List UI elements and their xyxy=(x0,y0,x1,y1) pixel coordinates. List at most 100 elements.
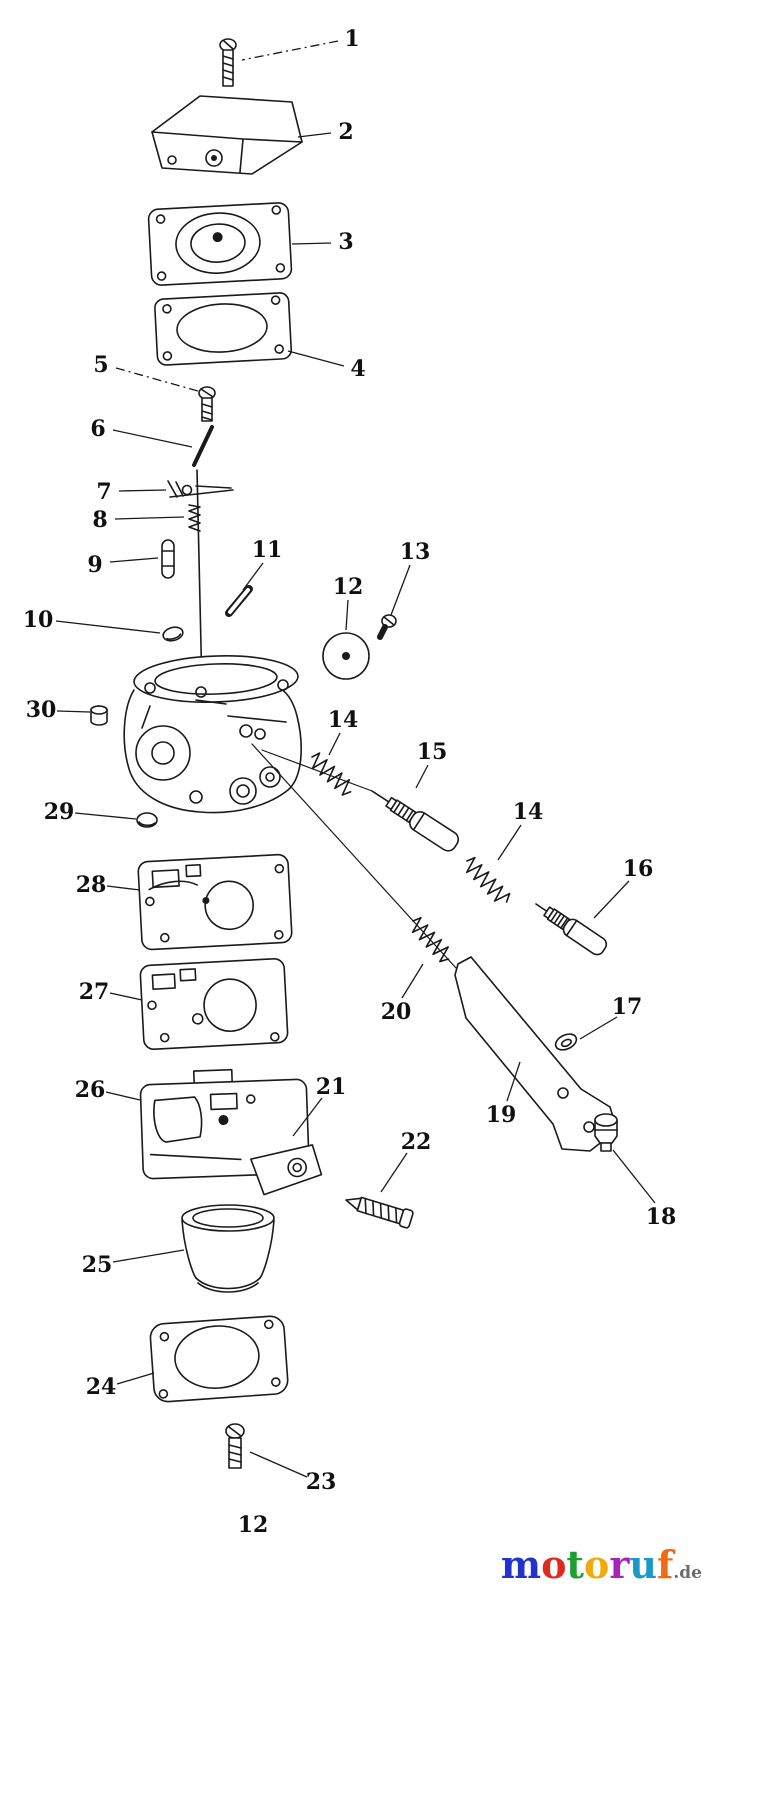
callout-number: 22 xyxy=(401,1129,432,1155)
callout-leader-line xyxy=(390,564,411,616)
part-29-plug-shape xyxy=(136,812,158,828)
callout-leader-line xyxy=(109,992,143,1001)
callout-16: 16 xyxy=(593,856,653,919)
part-3-pump-diaphragm-shape xyxy=(147,202,293,286)
callout-leader-line xyxy=(297,132,332,138)
callout-12: 12 xyxy=(333,574,363,631)
callout-15: 15 xyxy=(415,739,448,789)
part-17-clip-shape xyxy=(554,1033,578,1051)
callout-number: 29 xyxy=(44,799,75,825)
callout-24: 24 xyxy=(86,1372,155,1400)
part-19-lever-shape xyxy=(454,956,618,1152)
callout-leader-line xyxy=(105,1091,141,1101)
connector-rods-shape xyxy=(251,743,457,969)
part-28-diaphragm-shape xyxy=(137,853,293,951)
callout-number: 15 xyxy=(417,739,448,765)
callout-leader-line xyxy=(114,516,185,520)
callout-leader-line xyxy=(112,429,193,448)
callout-leader-line xyxy=(287,350,345,367)
part-12-disc-shape xyxy=(322,632,370,680)
part-22-screw-shape xyxy=(345,1196,414,1229)
callout-11: 11 xyxy=(242,537,283,591)
part-1-cover-screw-shape xyxy=(219,38,237,87)
logo-letter: u xyxy=(629,1542,658,1587)
callout-leader-line xyxy=(115,367,199,392)
logo-letter: o xyxy=(583,1542,610,1587)
callout-number: 14 xyxy=(513,799,544,825)
callout-leader-line xyxy=(242,562,264,591)
callout-14a: 14 xyxy=(328,707,358,756)
part-24-gasket-shape xyxy=(149,1315,289,1403)
callout-13: 13 xyxy=(390,539,430,616)
callout-number: 28 xyxy=(76,872,107,898)
callout-leader-line xyxy=(241,40,339,61)
callout-number: 19 xyxy=(486,1102,517,1128)
part-8-spring-needle-shape xyxy=(188,469,203,691)
callout-number: 23 xyxy=(306,1469,337,1495)
callout-leader-line xyxy=(118,489,167,492)
callout-number: 21 xyxy=(316,1074,347,1100)
callout-number: 7 xyxy=(96,479,111,505)
carburetor-body-shape xyxy=(123,655,302,814)
logo-suffix: .de xyxy=(673,1563,702,1583)
callout-leader-line xyxy=(55,620,161,634)
callout-leader-line xyxy=(291,242,332,245)
callout-leader-line xyxy=(593,880,630,919)
part-14-spring-a-shape xyxy=(311,752,352,796)
callout-14b: 14 xyxy=(497,799,544,861)
callout-number: 8 xyxy=(92,507,107,533)
callout-number: 20 xyxy=(381,999,412,1025)
callout-leader-line xyxy=(612,1149,656,1204)
callout-17: 17 xyxy=(579,994,643,1040)
logo-letters: motoruf xyxy=(501,1542,674,1587)
part-9-screen-shape xyxy=(161,539,175,579)
callout-leader-line xyxy=(497,824,522,861)
callout-number: 10 xyxy=(23,607,54,633)
callout-leader-line xyxy=(249,1451,308,1478)
callout-number: 27 xyxy=(79,979,110,1005)
callout-19: 19 xyxy=(486,1061,521,1128)
callout-4: 4 xyxy=(287,350,366,382)
callout-6: 6 xyxy=(90,416,193,448)
callout-30: 30 xyxy=(26,697,91,723)
callout-leader-line xyxy=(292,1097,323,1137)
part-23-screw-shape xyxy=(225,1423,245,1469)
callout-leader-line xyxy=(328,732,341,756)
callout-leader-line xyxy=(109,557,159,563)
callout-21: 21 xyxy=(292,1074,347,1137)
callout-number: 18 xyxy=(646,1204,677,1230)
part-6-pin-shape xyxy=(192,425,214,467)
callout-number: 17 xyxy=(612,994,643,1020)
part-15-mixture-screw-shape xyxy=(371,790,460,852)
part-25-cup-shape xyxy=(181,1204,275,1293)
page-number: 12 xyxy=(237,1512,269,1538)
callout-number: 26 xyxy=(75,1077,106,1103)
callout-22: 22 xyxy=(380,1129,432,1193)
part-5-screw-shape xyxy=(198,386,216,422)
callout-26: 26 xyxy=(75,1077,141,1103)
callout-number: 30 xyxy=(26,697,57,723)
callout-number: 4 xyxy=(350,356,365,382)
callout-number: 3 xyxy=(338,229,353,255)
callout-8: 8 xyxy=(92,507,185,533)
callout-leader-line xyxy=(74,812,137,820)
logo-letter: m xyxy=(500,1542,542,1587)
part-20-spring-shape xyxy=(411,916,450,963)
callout-29: 29 xyxy=(44,799,137,825)
callout-number: 2 xyxy=(338,119,353,145)
callout-7: 7 xyxy=(96,479,167,505)
logo-letter: r xyxy=(609,1542,630,1587)
callout-leader-line xyxy=(116,1372,155,1385)
part-13-screw-shape xyxy=(377,614,397,640)
callout-number: 1 xyxy=(344,26,359,52)
motoruf-watermark[interactable]: motoruf.de xyxy=(501,1546,702,1584)
callout-leader-line xyxy=(506,1061,521,1102)
callout-5: 5 xyxy=(93,352,199,392)
callout-20: 20 xyxy=(381,963,424,1025)
callout-9: 9 xyxy=(87,552,159,578)
callout-leader-line xyxy=(579,1016,618,1040)
callout-number: 11 xyxy=(252,537,283,563)
callout-28: 28 xyxy=(76,872,141,898)
